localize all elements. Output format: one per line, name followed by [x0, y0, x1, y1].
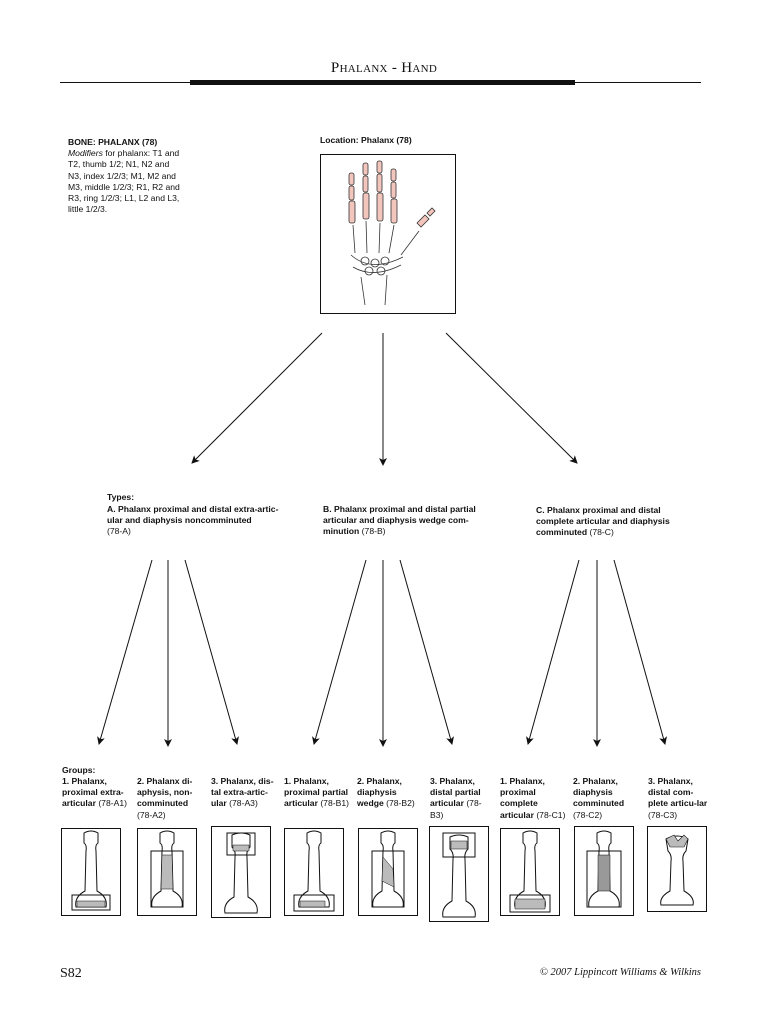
group-c1-image	[500, 828, 560, 916]
location-label: Location: Phalanx (78)	[320, 135, 412, 145]
type-c: C. Phalanx proximal and distal complete …	[536, 505, 686, 539]
title-part-1: halanx -	[339, 60, 402, 76]
group-a2-code: (78-A2)	[137, 809, 166, 820]
bone-c3-icon	[660, 834, 694, 906]
bone-b2-icon	[371, 830, 405, 908]
type-b-text: B. Phalanx proximal and distal partial a…	[323, 504, 476, 537]
arrow-c-to-c1	[526, 559, 580, 745]
arrow-a-to-a1	[97, 559, 153, 745]
group-b1-text: 1. Phalanx, proximal partial articular	[284, 776, 348, 809]
title-letter-h: H	[401, 60, 413, 76]
bone-c1-icon	[509, 830, 551, 913]
group-c1: 1. Phalanx, proximal complete articular …	[500, 776, 570, 821]
bone-info: BONE: PHALANX (78) Modifiers for phalanx…	[68, 137, 183, 215]
group-a1: 1. Phalanx, proximal extra-articular (78…	[62, 776, 134, 810]
arrow-location-to-a	[191, 332, 323, 464]
group-c2: 2. Phalanx, diaphysis comminuted (78-C2)	[573, 776, 635, 821]
group-a3-image	[211, 826, 271, 918]
group-b3-image	[429, 826, 489, 922]
group-a2: 2. Phalanx di-aphysis, non-comminuted (7…	[137, 776, 205, 821]
hand-skeleton-icon	[348, 160, 436, 306]
group-a2-text: 2. Phalanx di-aphysis, non-comminuted	[137, 776, 193, 809]
group-a2-image	[137, 828, 197, 916]
group-c1-text: 1. Phalanx, proximal complete articular	[500, 776, 545, 820]
arrow-location-to-c	[445, 332, 578, 464]
bone-c2-icon	[586, 830, 622, 908]
page-number: S82	[60, 966, 82, 981]
page-title: Phalanx - Hand	[0, 60, 768, 77]
type-a-code: (78-A)	[107, 526, 131, 537]
group-a1-image	[61, 828, 121, 916]
arrow-c-to-c3	[613, 559, 667, 745]
group-b2: 2. Phalanx, diaphysis wedge (78-B2)	[357, 776, 419, 810]
group-a3-text: 3. Phalanx, dis-tal extra-artic-ular	[211, 776, 274, 809]
type-c-text: C. Phalanx proximal and distal complete …	[536, 505, 670, 538]
bone-modifiers: Modifiers for phalanx: T1 and T2, thumb …	[68, 148, 183, 215]
group-c3: 3. Phalanx, distal com-plete articu-lar …	[648, 776, 708, 821]
groups-header: Groups:	[62, 765, 96, 775]
modifiers-label: Modifiers	[68, 148, 103, 159]
type-c-code: (78-C)	[589, 527, 614, 538]
bone-a1-icon	[71, 830, 111, 911]
group-b3-code: (78-B3)	[430, 798, 482, 820]
type-a-text: A. Phalanx proximal and distal extra-art…	[107, 504, 279, 526]
group-c3-text: 3. Phalanx, distal com-plete articu-lar	[648, 776, 708, 809]
group-b1-code: (78-B1)	[320, 798, 349, 809]
group-a1-code: (78-A1)	[98, 798, 127, 809]
bone-a3-icon	[224, 832, 258, 914]
arrow-b-to-b3	[399, 559, 454, 745]
group-a1-text: 1. Phalanx, proximal extra-articular	[62, 776, 124, 809]
group-c2-image	[574, 826, 634, 916]
group-a3-code: (78-A3)	[229, 798, 258, 809]
title-letter-p: P	[330, 60, 340, 76]
type-b: B. Phalanx proximal and distal partial a…	[323, 504, 493, 538]
hand-illustration-box	[320, 154, 456, 314]
copyright: © 2007 Lippincott Williams & Wilkins	[539, 967, 701, 978]
types-header: Types:	[107, 492, 135, 502]
arrow-a-to-a3	[184, 559, 239, 745]
header-rule-thick	[190, 80, 575, 85]
group-b1: 1. Phalanx, proximal partial articular (…	[284, 776, 354, 810]
bone-b3-icon	[442, 832, 476, 918]
group-c3-image	[647, 826, 707, 912]
bone-title: BONE: PHALANX (78)	[68, 137, 158, 147]
group-c3-code: (78-C3)	[648, 809, 678, 820]
bone-b1-icon	[293, 830, 335, 912]
group-b3-text: 3. Phalanx, distal partial articular	[430, 776, 481, 809]
group-b2-text: 2. Phalanx, diaphysis wedge	[357, 776, 402, 809]
group-c2-text: 2. Phalanx, diaphysis comminuted	[573, 776, 625, 809]
group-a3: 3. Phalanx, dis-tal extra-artic-ular (78…	[211, 776, 275, 810]
group-b2-image	[358, 828, 418, 916]
type-b-code: (78-B)	[361, 526, 386, 537]
bone-a2-icon	[150, 830, 184, 908]
arrow-b-to-b1	[312, 559, 367, 745]
group-b3: 3. Phalanx, distal partial articular (78…	[430, 776, 494, 821]
group-c2-code: (78-C2)	[573, 809, 603, 820]
group-b2-code: (78-B2)	[386, 798, 415, 809]
group-b1-image	[284, 828, 344, 916]
title-part-2: and	[412, 60, 438, 76]
type-a: A. Phalanx proximal and distal extra-art…	[107, 504, 287, 538]
group-c1-code: (78-C1)	[536, 809, 566, 820]
modifiers-text: for phalanx: T1 and T2, thumb 1/2; N1, N…	[68, 148, 180, 215]
